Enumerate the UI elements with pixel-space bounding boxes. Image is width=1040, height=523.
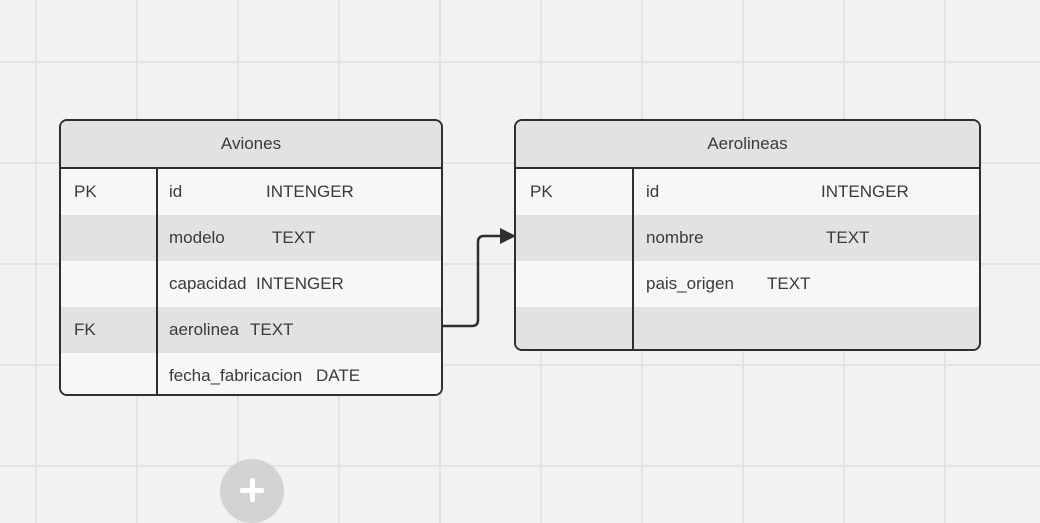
field-name-cell: fecha_fabricacion: [169, 366, 303, 385]
field-name-cell: capacidad: [169, 274, 247, 293]
field-type-cell: TEXT: [767, 274, 811, 293]
column-divider: [156, 167, 158, 394]
key-cell: PK: [74, 182, 97, 201]
field-name-cell: pais_origen: [646, 274, 734, 293]
key-cell: PK: [530, 182, 553, 201]
field-name-cell: modelo: [169, 228, 225, 247]
field-type-cell: TEXT: [272, 228, 316, 247]
table-row[interactable]: nombre TEXT: [516, 215, 979, 261]
key-cell: FK: [74, 320, 96, 339]
column-divider: [632, 167, 634, 349]
table-row[interactable]: pais_origen TEXT: [516, 261, 979, 307]
field-type-cell: INTENGER: [256, 274, 344, 293]
field-name-cell: id: [646, 182, 660, 201]
field-type-cell: INTENGER: [821, 182, 909, 201]
table-header-aviones[interactable]: Aviones: [61, 121, 441, 169]
table-row[interactable]: PK id INTENGER: [61, 169, 441, 215]
connector-line[interactable]: [442, 234, 506, 328]
table-row[interactable]: capacidad INTENGER: [61, 261, 441, 307]
table-title-aerolineas: Aerolineas: [707, 134, 788, 153]
field-type-cell: INTENGER: [266, 182, 354, 201]
field-name-cell: nombre: [646, 228, 704, 247]
table-row[interactable]: FK aerolinea TEXT: [61, 307, 441, 353]
field-type-cell: TEXT: [826, 228, 870, 247]
add-button[interactable]: [220, 459, 284, 523]
table-row[interactable]: fecha_fabricacion DATE: [61, 353, 441, 394]
table-row[interactable]: [516, 307, 979, 349]
table-header-aerolineas[interactable]: Aerolineas: [516, 121, 979, 169]
table-title-aviones: Aviones: [220, 134, 282, 153]
field-type-cell: TEXT: [250, 320, 294, 339]
table-row[interactable]: modelo TEXT: [61, 215, 441, 261]
table-row[interactable]: PK id INTENGER: [516, 169, 979, 215]
field-type-cell: DATE: [316, 366, 361, 385]
field-name-cell: aerolinea: [169, 320, 239, 339]
field-name-cell: id: [169, 182, 183, 201]
